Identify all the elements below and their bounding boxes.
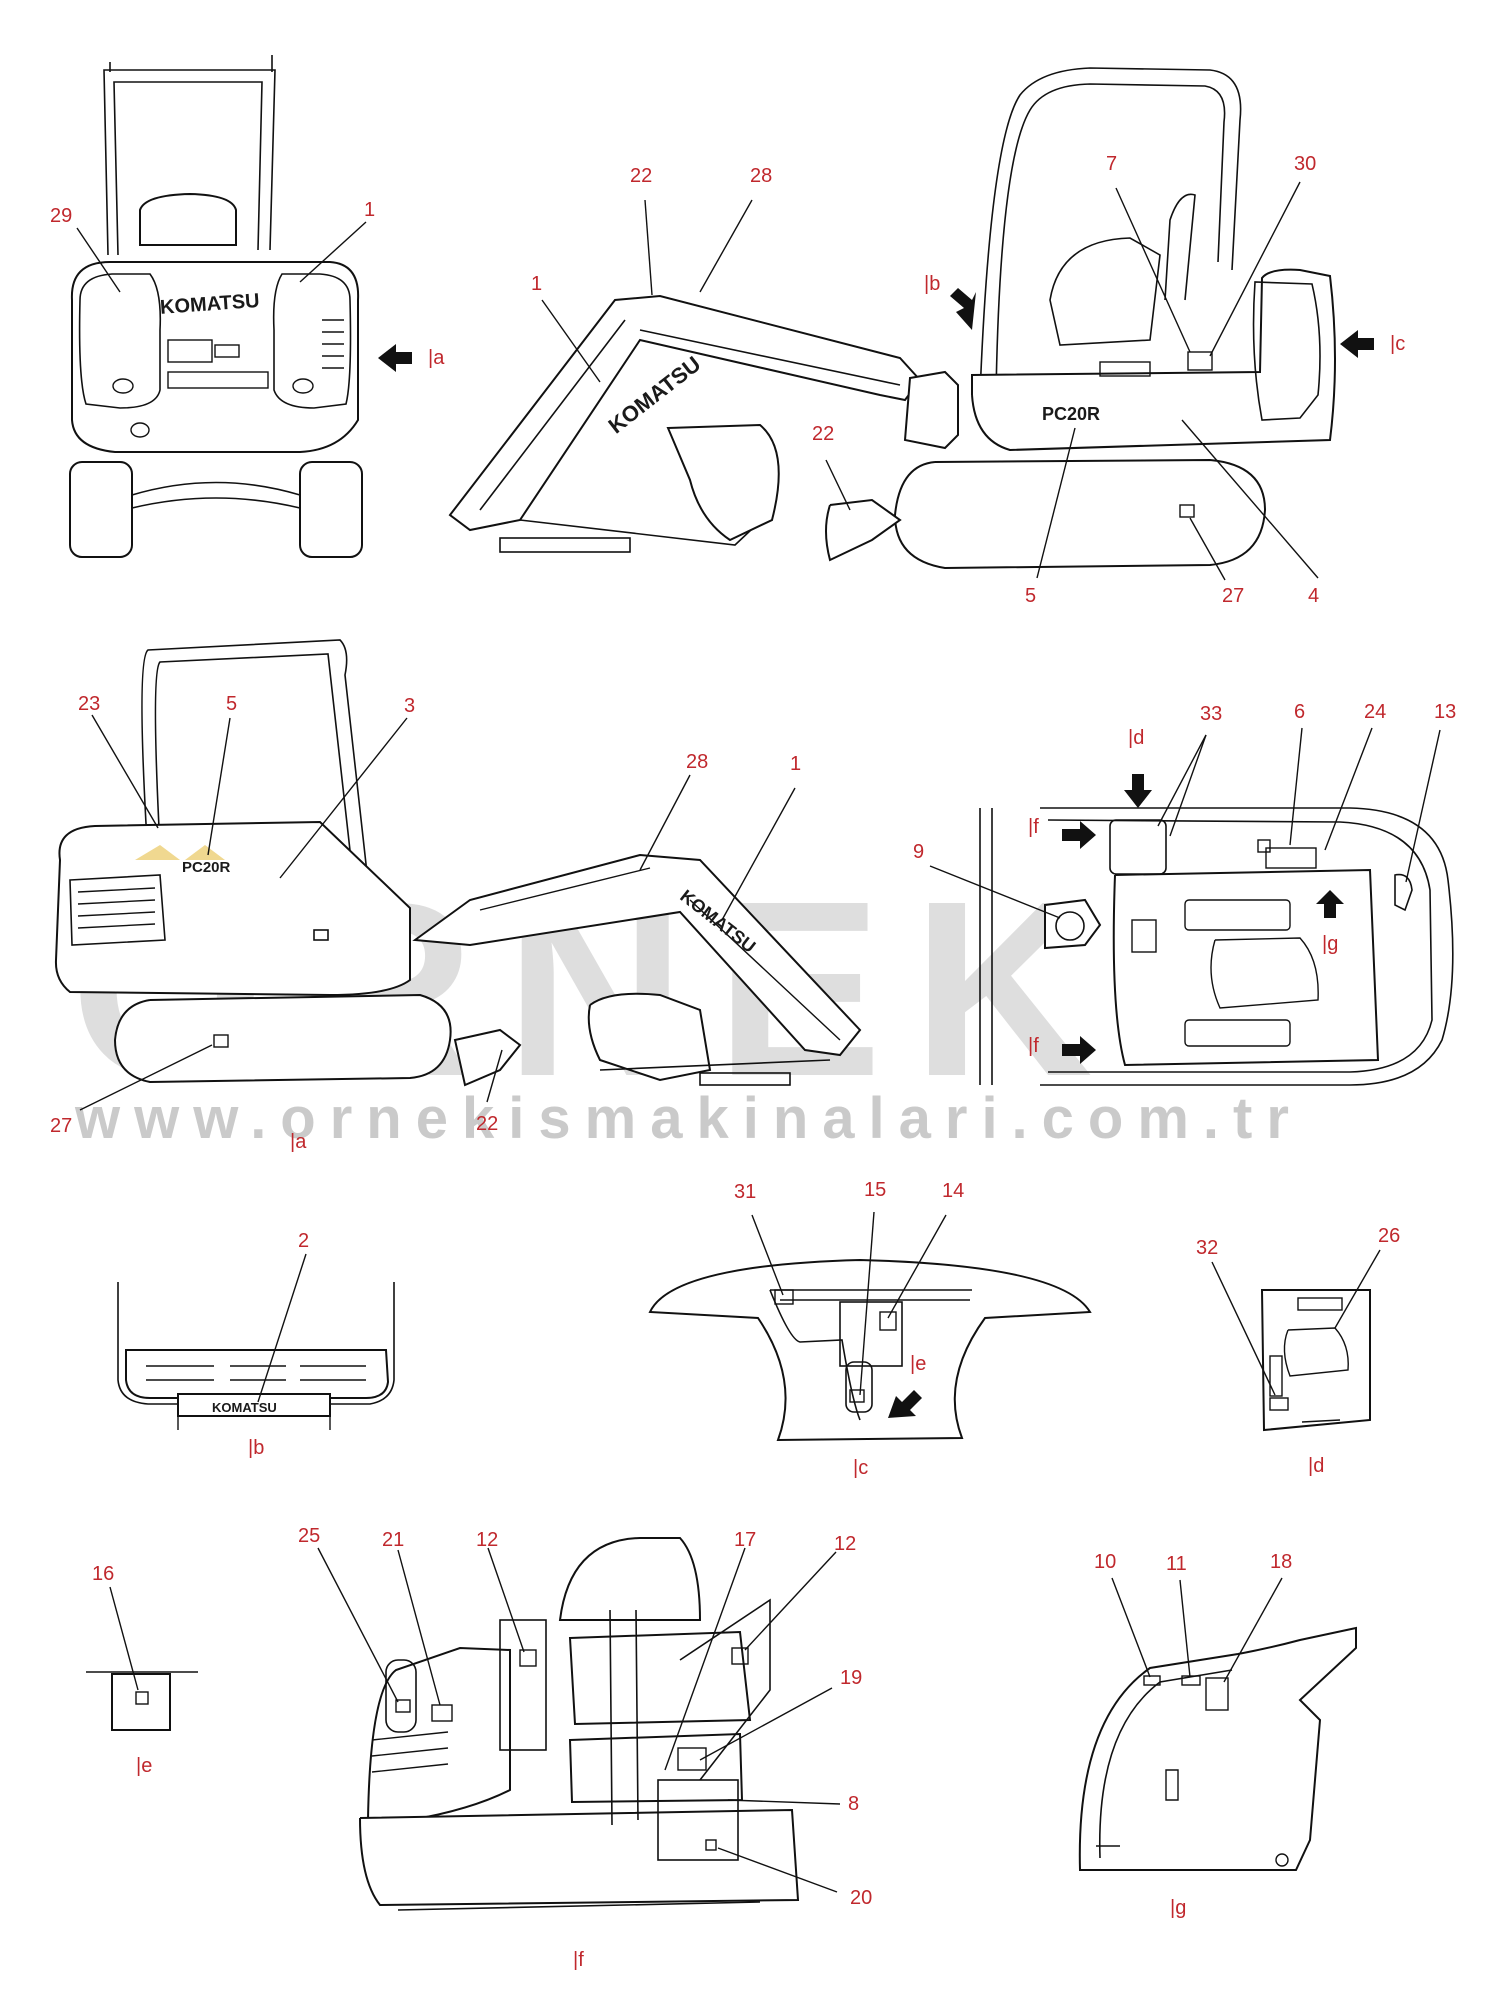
caption-b: |b	[248, 1437, 264, 1459]
label-14: 14	[942, 1180, 964, 1202]
label-20: 20	[850, 1887, 872, 1909]
label-27: 27	[50, 1115, 72, 1137]
ref-f: |f	[1028, 1035, 1039, 1057]
view-g-arrow-icon	[1316, 890, 1344, 918]
caption-e: |e	[136, 1755, 152, 1777]
ref-d: |d	[1128, 727, 1144, 749]
caption-c: |c	[853, 1457, 868, 1479]
label-1: 1	[531, 273, 542, 295]
label-27: 27	[1222, 585, 1244, 607]
label-31: 31	[734, 1181, 756, 1203]
label-6: 6	[1294, 701, 1305, 723]
caption-g: |g	[1170, 1897, 1186, 1919]
label-1: 1	[364, 199, 375, 221]
view-g: 10 11 18 |g	[1078, 1551, 1357, 1919]
label-9: 9	[913, 841, 924, 863]
view-b-arrow-icon	[950, 288, 976, 330]
label-30: 30	[1294, 153, 1316, 175]
rear-view: KOMATSU |a 29 1	[50, 55, 445, 558]
label-5: 5	[226, 693, 237, 715]
label-33: 33	[1200, 703, 1222, 725]
label-1: 1	[790, 753, 801, 775]
pc20r-logo: PC20R	[1042, 404, 1100, 424]
label-12: 12	[834, 1533, 856, 1555]
ref-b: |b	[924, 273, 940, 295]
plan-view: |d |f |f |g 33 6 24 13 9	[913, 701, 1456, 1086]
label-29: 29	[50, 205, 72, 227]
view-f: 25 21 12 17 12 19 8 20 |f	[298, 1525, 872, 1971]
label-32: 32	[1196, 1237, 1218, 1259]
label-13: 13	[1434, 701, 1456, 723]
label-3: 3	[404, 695, 415, 717]
view-c-arrow-icon	[1340, 330, 1374, 358]
view-e-arrow-icon	[888, 1390, 922, 1418]
label-23: 23	[78, 693, 100, 715]
pc20r-mid-logo: PC20R	[182, 859, 231, 876]
label-11: 11	[1166, 1553, 1187, 1575]
label-7: 7	[1106, 153, 1117, 175]
view-d-arrow-icon	[1124, 774, 1152, 808]
view-f-arrow-icon	[1062, 1036, 1096, 1064]
view-d: 32 26 |d	[1196, 1225, 1400, 1477]
view-b: KOMATSU 2 |b	[117, 1230, 395, 1459]
label-26: 26	[1378, 1225, 1400, 1247]
ref-a: |a	[428, 347, 445, 369]
label-12: 12	[476, 1529, 498, 1551]
label-18: 18	[1270, 1551, 1292, 1573]
label-22: 22	[630, 165, 652, 187]
caption-d: |d	[1308, 1455, 1324, 1477]
label-19: 19	[840, 1667, 862, 1689]
caption-a: |a	[290, 1131, 307, 1153]
label-22: 22	[812, 423, 834, 445]
label-5: 5	[1025, 585, 1036, 607]
ref-c: |c	[1390, 333, 1405, 355]
label-10: 10	[1094, 1551, 1116, 1573]
label-21: 21	[382, 1529, 404, 1551]
watermark-url: www.ornekismakinalari.com.tr	[74, 1086, 1303, 1151]
ref-e: |e	[910, 1353, 926, 1375]
ref-f: |f	[1028, 816, 1039, 838]
label-17: 17	[734, 1529, 756, 1551]
view-a-arrow-icon	[378, 344, 412, 372]
label-15: 15	[864, 1179, 886, 1201]
komatsu-b-logo: KOMATSU	[212, 1400, 277, 1415]
label-22: 22	[476, 1113, 498, 1135]
view-e: 16 |e	[86, 1563, 198, 1777]
label-25: 25	[298, 1525, 320, 1547]
label-2: 2	[298, 1230, 309, 1252]
label-24: 24	[1364, 701, 1386, 723]
view-c: |e 31 15 14 |c	[648, 1179, 1092, 1479]
side-view: PC20R KOMATSU |b |c 22 28 1 22 5 27 4 7 …	[448, 67, 1405, 607]
side-view-a: PC20R KOMATSU 23 5 3 28 1 27 22 |a	[50, 639, 862, 1153]
label-4: 4	[1308, 585, 1319, 607]
caption-f: |f	[573, 1949, 584, 1971]
label-28: 28	[750, 165, 772, 187]
label-8: 8	[848, 1793, 859, 1815]
label-16: 16	[92, 1563, 114, 1585]
view-f-arrow-icon	[1062, 821, 1096, 849]
label-28: 28	[686, 751, 708, 773]
ref-g: |g	[1322, 933, 1338, 955]
